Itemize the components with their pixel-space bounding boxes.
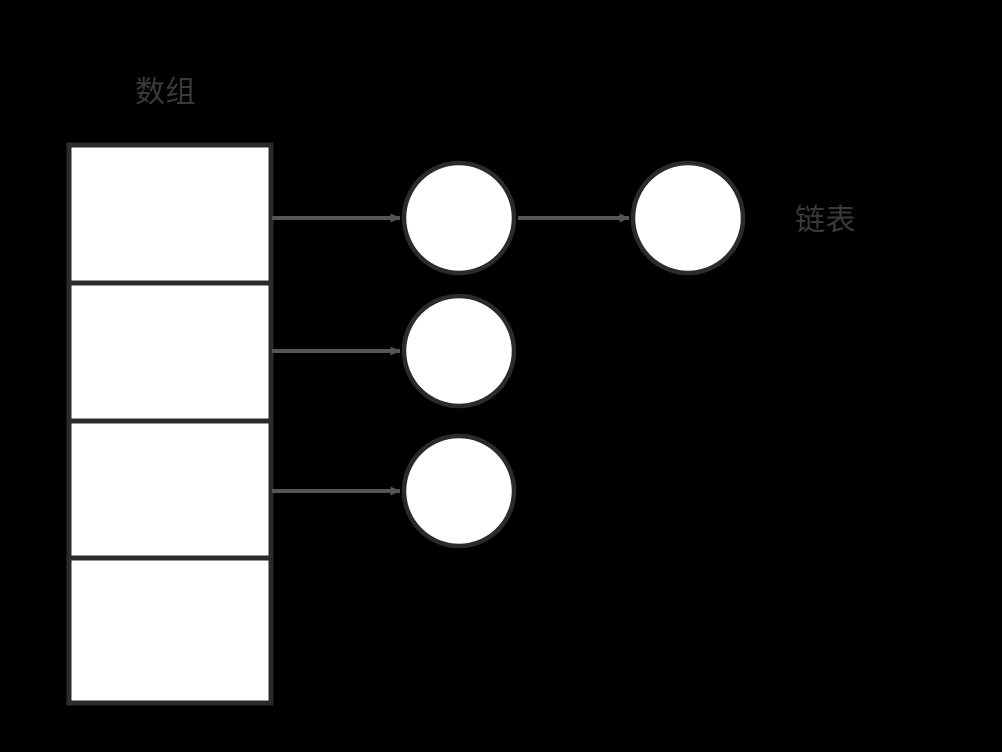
node-group xyxy=(401,160,746,549)
array-cell-1[interactable] xyxy=(66,280,274,424)
array-cell-2[interactable] xyxy=(66,418,274,561)
linked-list-label: 链表 xyxy=(795,203,856,238)
array-label: 数组 xyxy=(135,75,196,110)
node-2-0[interactable] xyxy=(401,433,517,549)
node-0-1[interactable] xyxy=(630,160,746,276)
array-column xyxy=(66,142,274,706)
array-cell-3[interactable] xyxy=(66,555,274,706)
node-1-0[interactable] xyxy=(401,293,517,409)
array-cell-0[interactable] xyxy=(66,142,274,286)
node-0-0[interactable] xyxy=(401,160,517,276)
arrow-group xyxy=(272,213,630,496)
